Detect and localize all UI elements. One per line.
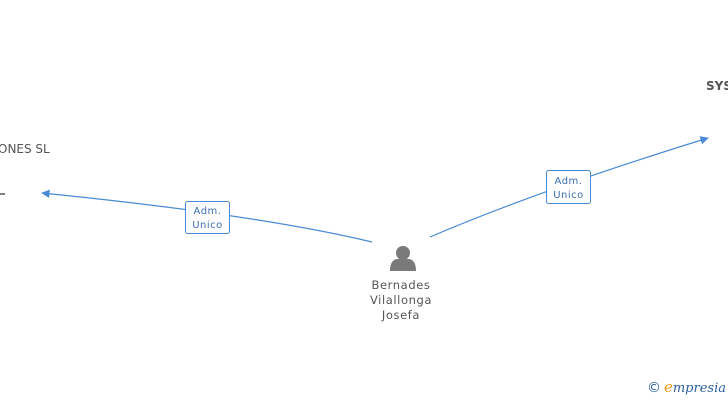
person-icon <box>390 246 416 271</box>
edge-role-line2-left: Unico <box>192 220 223 231</box>
person-node[interactable]: Bernades Vilallonga Josefa <box>370 246 432 322</box>
edge-label-left[interactable]: Adm. Unico <box>185 201 230 234</box>
edge-line-left <box>41 189 373 243</box>
edge-label-box-right <box>546 170 591 204</box>
company-label-right[interactable]: SYS <box>706 79 728 93</box>
person-name-line3[interactable]: Josefa <box>381 308 420 322</box>
company-label-left[interactable]: ONES SL <box>0 142 50 156</box>
person-name-line2[interactable]: Vilallonga <box>370 293 432 307</box>
brand-watermark: ©empresia <box>647 378 726 396</box>
brand-logo-letter: e <box>663 378 673 396</box>
brand-name: mpresia <box>672 381 726 396</box>
edge-role-line1-right: Adm. <box>555 176 583 187</box>
edge-role-line1-left: Adm. <box>194 206 222 217</box>
edge-role-line2-right: Unico <box>553 190 584 201</box>
edge-label-box-left <box>185 201 230 234</box>
company-node-left[interactable]: ONES SL <box>0 142 50 195</box>
copyright-icon: © <box>646 380 661 396</box>
edge-label-right[interactable]: Adm. Unico <box>546 170 591 204</box>
person-name-line1[interactable]: Bernades <box>372 278 431 292</box>
company-node-right[interactable]: SYS <box>706 79 728 93</box>
